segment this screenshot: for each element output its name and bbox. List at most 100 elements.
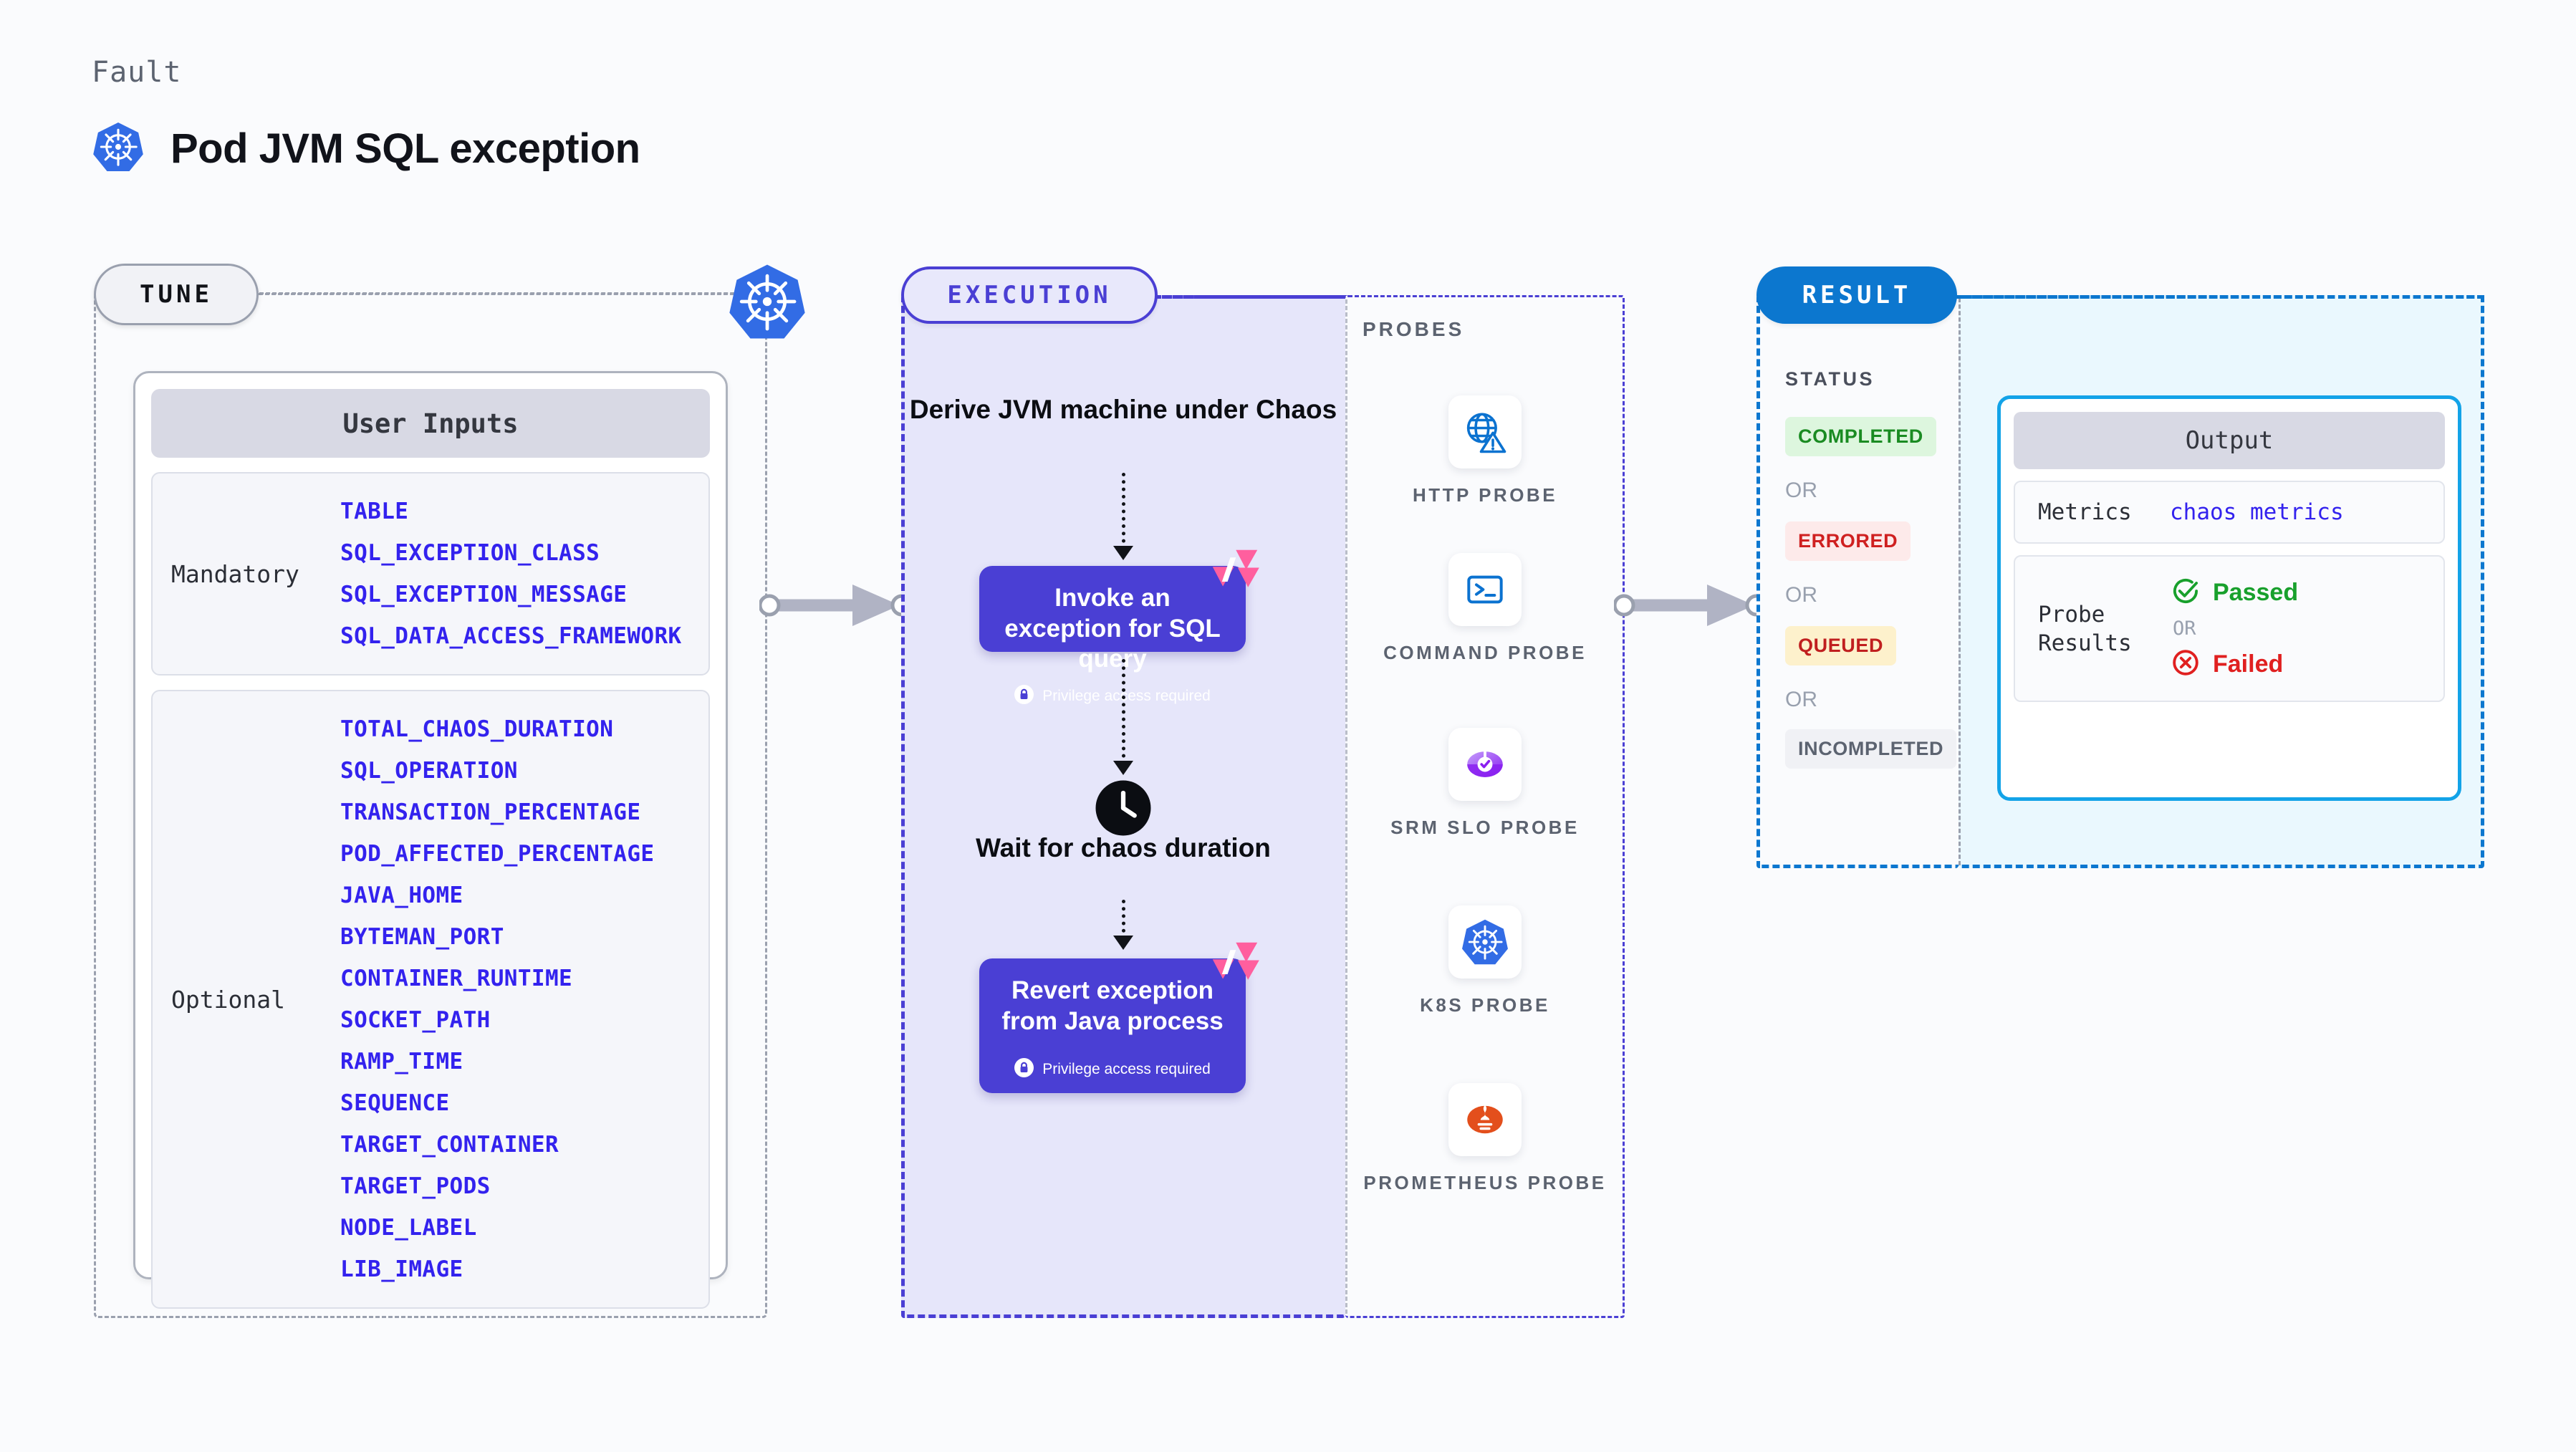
probe-result-failed-label: Failed xyxy=(2213,650,2284,678)
param-item[interactable]: POD_AFFECTED_PERCENTAGE xyxy=(340,841,655,867)
arrowhead-icon xyxy=(1113,936,1133,950)
execution-box-invoke-title: Invoke an exception for SQL query xyxy=(1004,584,1221,673)
probe-results-list: Passed OR Failed xyxy=(2170,575,2298,682)
status-or: OR xyxy=(1785,688,1817,711)
mandatory-param-group: Mandatory TABLE SQL_EXCEPTION_CLASS SQL_… xyxy=(151,472,710,675)
param-item[interactable]: SOCKET_PATH xyxy=(340,1007,491,1033)
tune-panel xyxy=(94,292,767,1318)
srm-slo-icon xyxy=(1448,728,1522,801)
execution-box-revert[interactable]: Revert exception from Java process Privi… xyxy=(979,942,1259,1093)
kubernetes-icon xyxy=(1448,905,1522,979)
param-item[interactable]: SQL_DATA_ACCESS_FRAMEWORK xyxy=(340,623,682,649)
privilege-badge: Privilege access required xyxy=(1014,1058,1211,1081)
param-item[interactable]: SQL_OPERATION xyxy=(340,758,518,784)
arrowhead-icon xyxy=(1113,546,1133,560)
output-title: Output xyxy=(2014,412,2445,469)
flow-arrow-tune-to-execution xyxy=(758,580,917,634)
param-item[interactable]: TRANSACTION_PERCENTAGE xyxy=(340,799,641,825)
connector-wait-to-revert xyxy=(1122,900,1125,940)
probe-prometheus[interactable]: PROMETHEUS PROBE xyxy=(1345,1083,1625,1195)
privilege-badge: Privilege access required xyxy=(1014,685,1211,708)
mandatory-label: Mandatory xyxy=(171,559,299,588)
x-circle-icon xyxy=(2170,647,2201,682)
metrics-label: Metrics xyxy=(2038,499,2132,525)
metrics-value[interactable]: chaos metrics xyxy=(2170,499,2344,526)
optional-label: Optional xyxy=(171,985,285,1014)
probe-srm-slo-label: SRM SLO PROBE xyxy=(1390,817,1580,838)
harness-logo-icon xyxy=(1207,937,1263,993)
param-item[interactable]: LIB_IMAGE xyxy=(340,1256,463,1282)
probes-title: PROBES xyxy=(1363,318,1465,340)
probes-divider xyxy=(1345,299,1347,1314)
connector-invoke-to-wait xyxy=(1122,659,1125,765)
status-or: OR xyxy=(1785,583,1817,607)
param-item[interactable]: TARGET_PODS xyxy=(340,1173,491,1199)
probe-result-passed-label: Passed xyxy=(2213,579,2299,607)
optional-param-list: TOTAL_CHAOS_DURATION SQL_OPERATION TRANS… xyxy=(340,708,654,1290)
param-item[interactable]: TABLE xyxy=(340,499,409,524)
result-status-panel xyxy=(1756,295,1959,868)
status-badge-queued: QUEUED xyxy=(1785,626,1897,665)
page-title: Pod JVM SQL exception xyxy=(92,120,640,177)
probe-result-passed: Passed xyxy=(2170,575,2298,610)
fault-kicker: Fault xyxy=(92,56,182,89)
clock-icon xyxy=(1093,778,1153,838)
execution-top-border xyxy=(1154,295,1347,299)
status-title: STATUS xyxy=(1785,368,1875,390)
status-badge-completed: COMPLETED xyxy=(1785,417,1936,456)
status-badge-incompleted: INCOMPLETED xyxy=(1785,729,1957,769)
probe-prometheus-label: PROMETHEUS PROBE xyxy=(1363,1172,1607,1193)
param-item[interactable]: TARGET_CONTAINER xyxy=(340,1132,559,1158)
mandatory-param-list: TABLE SQL_EXCEPTION_CLASS SQL_EXCEPTION_… xyxy=(340,491,682,657)
metrics-row: Metrics chaos metrics xyxy=(2014,481,2445,544)
user-inputs-card: User Inputs Mandatory TABLE SQL_EXCEPTIO… xyxy=(133,371,728,1309)
kubernetes-icon xyxy=(92,120,145,177)
user-inputs-title: User Inputs xyxy=(151,389,710,458)
probe-result-or: OR xyxy=(2173,617,2196,640)
param-item[interactable]: SQL_EXCEPTION_MESSAGE xyxy=(340,582,628,607)
probe-command-label: COMMAND PROBE xyxy=(1383,642,1587,663)
globe-warning-icon xyxy=(1448,395,1522,468)
result-label: RESULT xyxy=(1756,266,1957,324)
status-or: OR xyxy=(1785,479,1817,502)
prometheus-icon xyxy=(1448,1083,1522,1156)
probe-k8s[interactable]: K8S PROBE xyxy=(1345,905,1625,1017)
terminal-icon xyxy=(1448,553,1522,626)
param-item[interactable]: TOTAL_CHAOS_DURATION xyxy=(340,716,614,742)
probe-http-label: HTTP PROBE xyxy=(1412,484,1558,506)
execution-step-wait: Wait for chaos duration xyxy=(976,833,1271,862)
param-item[interactable]: CONTAINER_RUNTIME xyxy=(340,966,573,991)
probe-http[interactable]: HTTP PROBE xyxy=(1345,395,1625,507)
lock-icon xyxy=(1014,685,1034,708)
execution-box-invoke[interactable]: Invoke an exception for SQL query Privil… xyxy=(979,549,1259,705)
tune-label: TUNE xyxy=(94,264,259,325)
execution-label: EXECUTION xyxy=(901,266,1158,324)
kubernetes-icon xyxy=(727,261,807,342)
probe-k8s-label: K8S PROBE xyxy=(1420,994,1550,1016)
lock-icon xyxy=(1014,1058,1034,1081)
param-item[interactable]: SQL_EXCEPTION_CLASS xyxy=(340,540,600,566)
status-badge-errored: ERRORED xyxy=(1785,521,1911,561)
execution-box-revert-title: Revert exception from Java process xyxy=(1001,976,1224,1035)
result-top-border xyxy=(1954,295,2484,299)
probe-command[interactable]: COMMAND PROBE xyxy=(1345,553,1625,665)
probe-srm-slo[interactable]: SRM SLO PROBE xyxy=(1345,728,1625,840)
probe-results-row: Probe Results Passed OR xyxy=(2014,555,2445,703)
arrowhead-icon xyxy=(1113,761,1133,775)
connector-derive-to-invoke xyxy=(1122,473,1125,550)
flow-arrow-execution-to-result xyxy=(1613,580,1772,634)
privilege-badge-text: Privilege access required xyxy=(1042,1061,1211,1078)
param-item[interactable]: RAMP_TIME xyxy=(340,1049,463,1074)
result-divider xyxy=(1959,298,1961,865)
harness-logo-icon xyxy=(1207,544,1263,600)
probe-result-failed: Failed xyxy=(2170,647,2298,682)
param-item[interactable]: JAVA_HOME xyxy=(340,883,463,908)
param-item[interactable]: BYTEMAN_PORT xyxy=(340,924,504,950)
check-circle-icon xyxy=(2170,575,2201,610)
param-item[interactable]: SEQUENCE xyxy=(340,1090,450,1116)
page-title-text: Pod JVM SQL exception xyxy=(170,125,640,172)
output-card: Output Metrics chaos metrics Probe Resul… xyxy=(1997,395,2461,801)
param-item[interactable]: NODE_LABEL xyxy=(340,1215,477,1241)
execution-step-derive: Derive JVM machine under Chaos xyxy=(909,395,1337,424)
